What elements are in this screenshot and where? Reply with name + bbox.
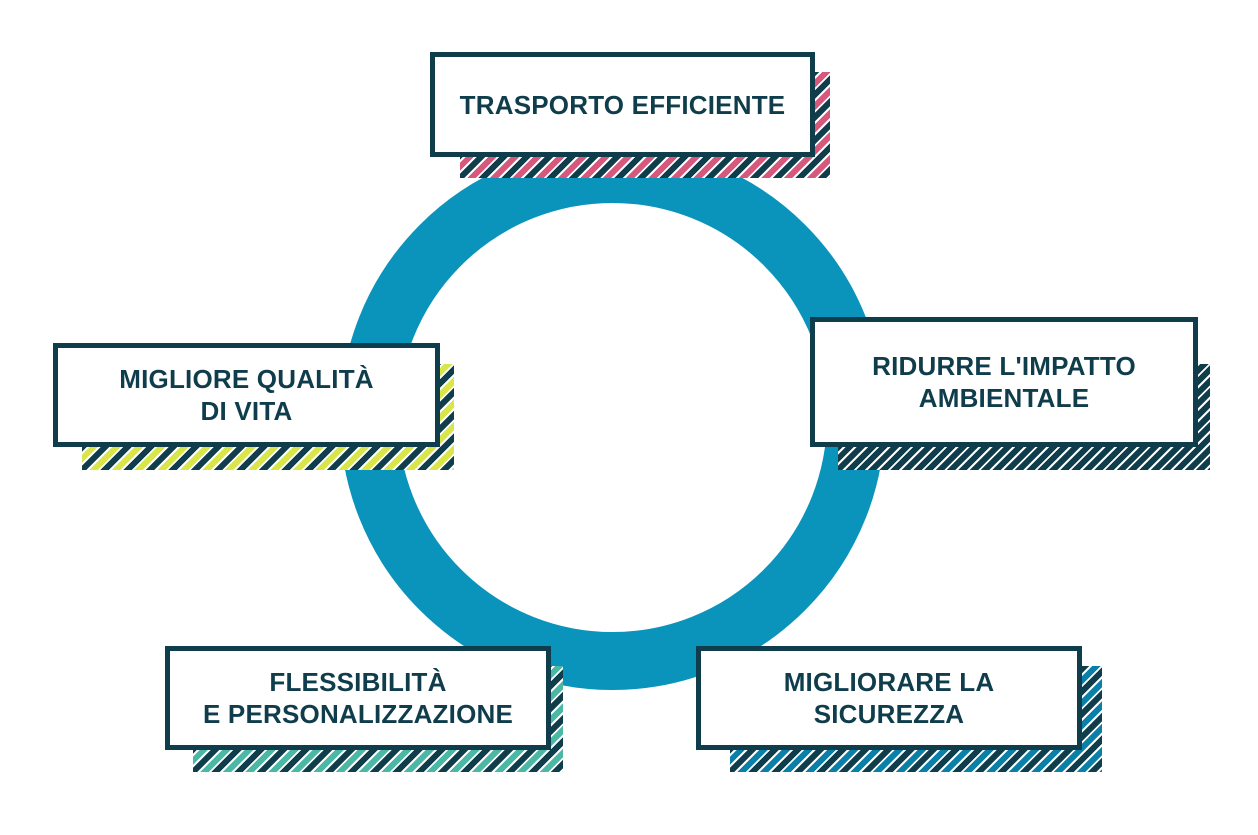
flessibilita-card: FLESSIBILITÀ E PERSONALIZZAZIONE <box>165 646 551 750</box>
ridurre-impatto-card: RIDURRE L'IMPATTO AMBIENTALE <box>810 317 1198 447</box>
migliorare-sicurezza-card: MIGLIORARE LA SICUREZZA <box>696 646 1082 750</box>
trasporto-efficiente-card: TRASPORTO EFFICIENTE <box>430 52 815 157</box>
migliore-qualita-card: MIGLIORE QUALITÀ DI VITA <box>53 343 440 447</box>
